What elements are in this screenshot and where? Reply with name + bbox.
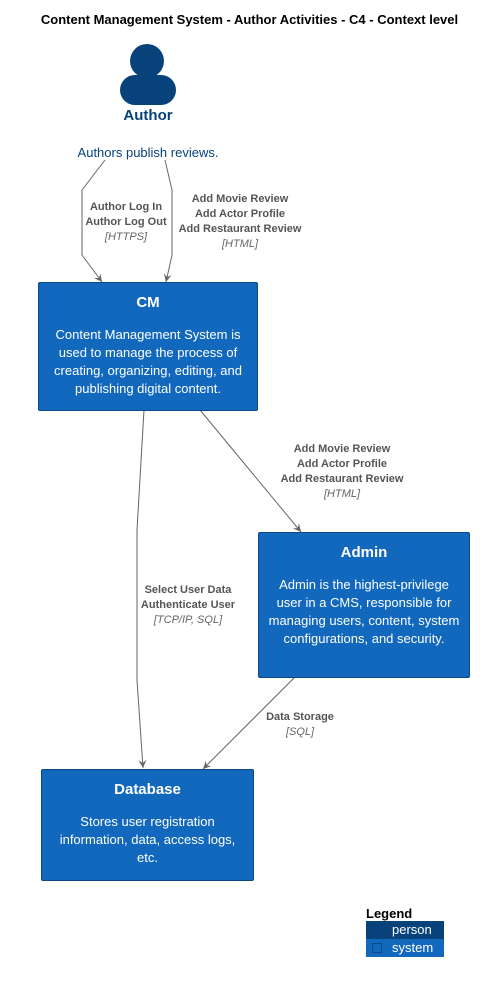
system-swatch-icon <box>372 943 382 953</box>
label-author-cm-login: Author Log In Author Log Out [HTTPS] <box>66 200 186 245</box>
label-line: Add Movie Review <box>293 443 391 455</box>
label-tech: [HTTPS] <box>104 231 148 243</box>
label-cm-database: Select User Data Authenticate User [TCP/… <box>124 583 252 628</box>
person-head-icon <box>130 44 164 78</box>
system-admin: Admin Admin is the highest-privilege use… <box>258 532 470 678</box>
edge-cm-admin <box>199 409 302 533</box>
label-line: Author Log Out <box>85 216 167 228</box>
person-body-icon <box>120 75 176 105</box>
label-line: Select User Data <box>144 584 232 596</box>
edge-author-cm-login <box>81 159 106 283</box>
author-description: Authors publish reviews. <box>77 145 219 160</box>
legend-item-system: system <box>366 939 444 957</box>
system-database: Database Stores user registration inform… <box>41 769 254 881</box>
system-name: CM <box>136 294 160 311</box>
label-tech: [HTML] <box>323 488 361 500</box>
legend-title: Legend <box>366 906 413 921</box>
label-line: Add Restaurant Review <box>178 223 302 235</box>
system-description: Admin is the highest-privilege user in a… <box>268 577 460 646</box>
label-tech: [HTML] <box>221 238 259 250</box>
person-swatch-icon <box>372 925 382 935</box>
edge-admin-database <box>202 677 295 770</box>
legend-item-label: system <box>392 940 434 955</box>
label-line: Add Actor Profile <box>194 208 286 220</box>
system-name: Database <box>114 781 181 798</box>
label-cm-admin: Add Movie Review Add Actor Profile Add R… <box>262 442 422 502</box>
legend-item-label: person <box>392 922 432 937</box>
label-line: Add Movie Review <box>191 193 289 205</box>
label-line: Add Restaurant Review <box>280 473 404 485</box>
author-name: Author <box>123 107 173 124</box>
label-author-cm-reviews: Add Movie Review Add Actor Profile Add R… <box>160 192 320 252</box>
edge-author-cm-reviews <box>163 159 173 283</box>
label-admin-database: Data Storage [SQL] <box>250 710 350 740</box>
label-line: Add Actor Profile <box>296 458 388 470</box>
system-name: Admin <box>340 544 388 561</box>
label-tech: [TCP/IP, SQL] <box>153 614 223 626</box>
system-description: Content Management System is used to man… <box>54 327 242 396</box>
label-line: Author Log In <box>89 201 163 213</box>
system-cm: CM Content Management System is used to … <box>38 282 258 411</box>
label-tech: [SQL] <box>285 726 315 738</box>
label-line: Authenticate User <box>140 599 236 611</box>
edge-cm-database <box>136 409 147 769</box>
system-description: Stores user registration information, da… <box>59 814 236 865</box>
label-line: Data Storage <box>266 711 334 723</box>
diagram-title: Content Management System - Author Activ… <box>40 12 459 27</box>
legend-item-person: person <box>366 921 444 939</box>
legend: Legend person system <box>366 906 444 957</box>
